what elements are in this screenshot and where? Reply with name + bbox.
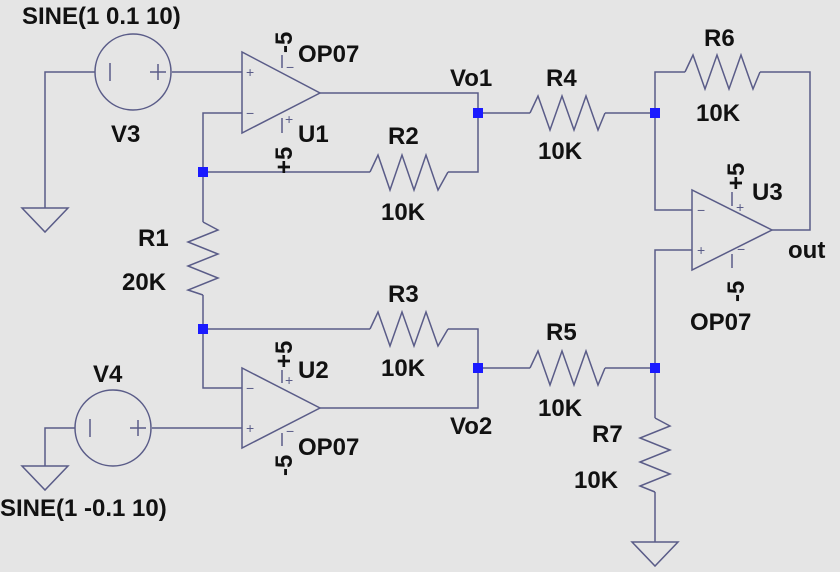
r7-value-label: 10K — [574, 467, 619, 494]
r3-name-label: R3 — [388, 281, 419, 308]
resistor-r1[interactable] — [185, 221, 221, 296]
wire-r2-vo1 — [448, 113, 479, 173]
u3-plus-pin: + — [697, 242, 705, 258]
u1-vpos-label: +5 — [271, 147, 298, 174]
r6-name-label: R6 — [704, 25, 735, 52]
u2-name-label: U2 — [298, 357, 329, 384]
opamp-u2-triangle — [241, 366, 322, 450]
ground-v4 — [20, 465, 70, 492]
u2-plus-pin: + — [246, 420, 254, 436]
resistor-r4[interactable] — [529, 93, 606, 133]
v4-value-label: SINE(1 -0.1 10) — [0, 495, 167, 522]
r6-value-label: 10K — [696, 100, 741, 127]
wire-r6-out — [760, 71, 811, 231]
junction-node-d — [650, 363, 660, 373]
junction-node-a — [198, 167, 208, 177]
r1-name-label: R1 — [138, 225, 169, 252]
source-v3-circle — [94, 33, 172, 111]
r5-value-label: 10K — [538, 395, 583, 422]
u3-vneg-pin-mark: − — [737, 241, 745, 257]
resistor-r3[interactable] — [369, 309, 449, 349]
net-vo2-label: Vo2 — [450, 413, 492, 440]
wire-u2-out — [320, 368, 479, 409]
junction-node-c — [650, 108, 660, 118]
wire-v4-ground — [44, 427, 75, 466]
u3-vpos-label: +5 — [723, 163, 750, 190]
r5-name-label: R5 — [546, 319, 577, 346]
net-out-label: out — [788, 237, 825, 264]
source-v4-circle — [74, 389, 152, 467]
opamp-u3[interactable]: − + + − — [691, 188, 774, 272]
junction-vo1 — [473, 108, 483, 118]
r3-value-label: 10K — [381, 355, 426, 382]
resistor-r6[interactable] — [684, 52, 761, 92]
r2-name-label: R2 — [388, 123, 419, 150]
wire-nodeD-u3-plus — [654, 249, 692, 368]
u1-plus-pin: + — [246, 64, 254, 80]
junction-vo2 — [473, 363, 483, 373]
u3-vneg-label: -5 — [723, 281, 750, 302]
u2-vpos-label: +5 — [271, 341, 298, 368]
u2-vneg-label: -5 — [271, 455, 298, 476]
opamp-u1[interactable]: + − − + — [241, 50, 322, 135]
wire-v3-ground — [44, 71, 95, 208]
r7-name-label: R7 — [592, 421, 623, 448]
opamp-u2[interactable]: − + + − — [241, 366, 322, 450]
wires — [44, 55, 811, 542]
u1-minus-pin: − — [246, 105, 254, 121]
v3-value-label: SINE(1 0.1 10) — [22, 3, 181, 30]
r1-value-label: 20K — [122, 269, 167, 296]
u3-model-label: OP07 — [690, 309, 751, 336]
u2-model-label: OP07 — [298, 434, 359, 461]
r2-value-label: 10K — [381, 199, 426, 226]
u2-vneg-pin-mark: − — [286, 423, 294, 439]
u1-vpos-pin-mark: + — [285, 111, 293, 127]
u3-vpos-pin-mark: + — [736, 199, 744, 215]
opamp-u1-triangle — [241, 50, 322, 135]
resistor-r5[interactable] — [529, 348, 606, 388]
wire-u1-out — [320, 92, 479, 113]
u3-minus-pin: − — [697, 202, 705, 218]
junction-node-b — [198, 324, 208, 334]
resistor-r2[interactable] — [369, 152, 449, 193]
v4-name-label: V4 — [93, 361, 123, 388]
u1-vneg-label: -5 — [271, 32, 298, 53]
u1-model-label: OP07 — [298, 41, 359, 68]
v3-name-label: V3 — [111, 121, 140, 148]
resistor-r7[interactable] — [637, 417, 673, 493]
r4-name-label: R4 — [546, 65, 577, 92]
u3-name-label: U3 — [752, 179, 783, 206]
u2-minus-pin: − — [246, 380, 254, 396]
ground-v3 — [20, 207, 70, 234]
ground-r7 — [630, 541, 680, 568]
opamp-u3-triangle — [691, 188, 774, 272]
u1-vneg-pin-mark: − — [286, 59, 294, 75]
u2-vpos-pin-mark: + — [285, 372, 293, 388]
wire-u1-minus — [202, 112, 242, 172]
wire-r3-vo2 — [448, 328, 479, 368]
source-v3[interactable] — [94, 33, 172, 111]
wire-nodeC-u3-minus — [654, 113, 692, 211]
wire-nodeC-r6 — [654, 71, 685, 113]
u1-name-label: U1 — [298, 121, 329, 148]
source-v4[interactable] — [74, 389, 152, 467]
r4-value-label: 10K — [538, 138, 583, 165]
wire-nodeB-u2-minus — [202, 329, 242, 389]
net-vo1-label: Vo1 — [450, 65, 492, 92]
